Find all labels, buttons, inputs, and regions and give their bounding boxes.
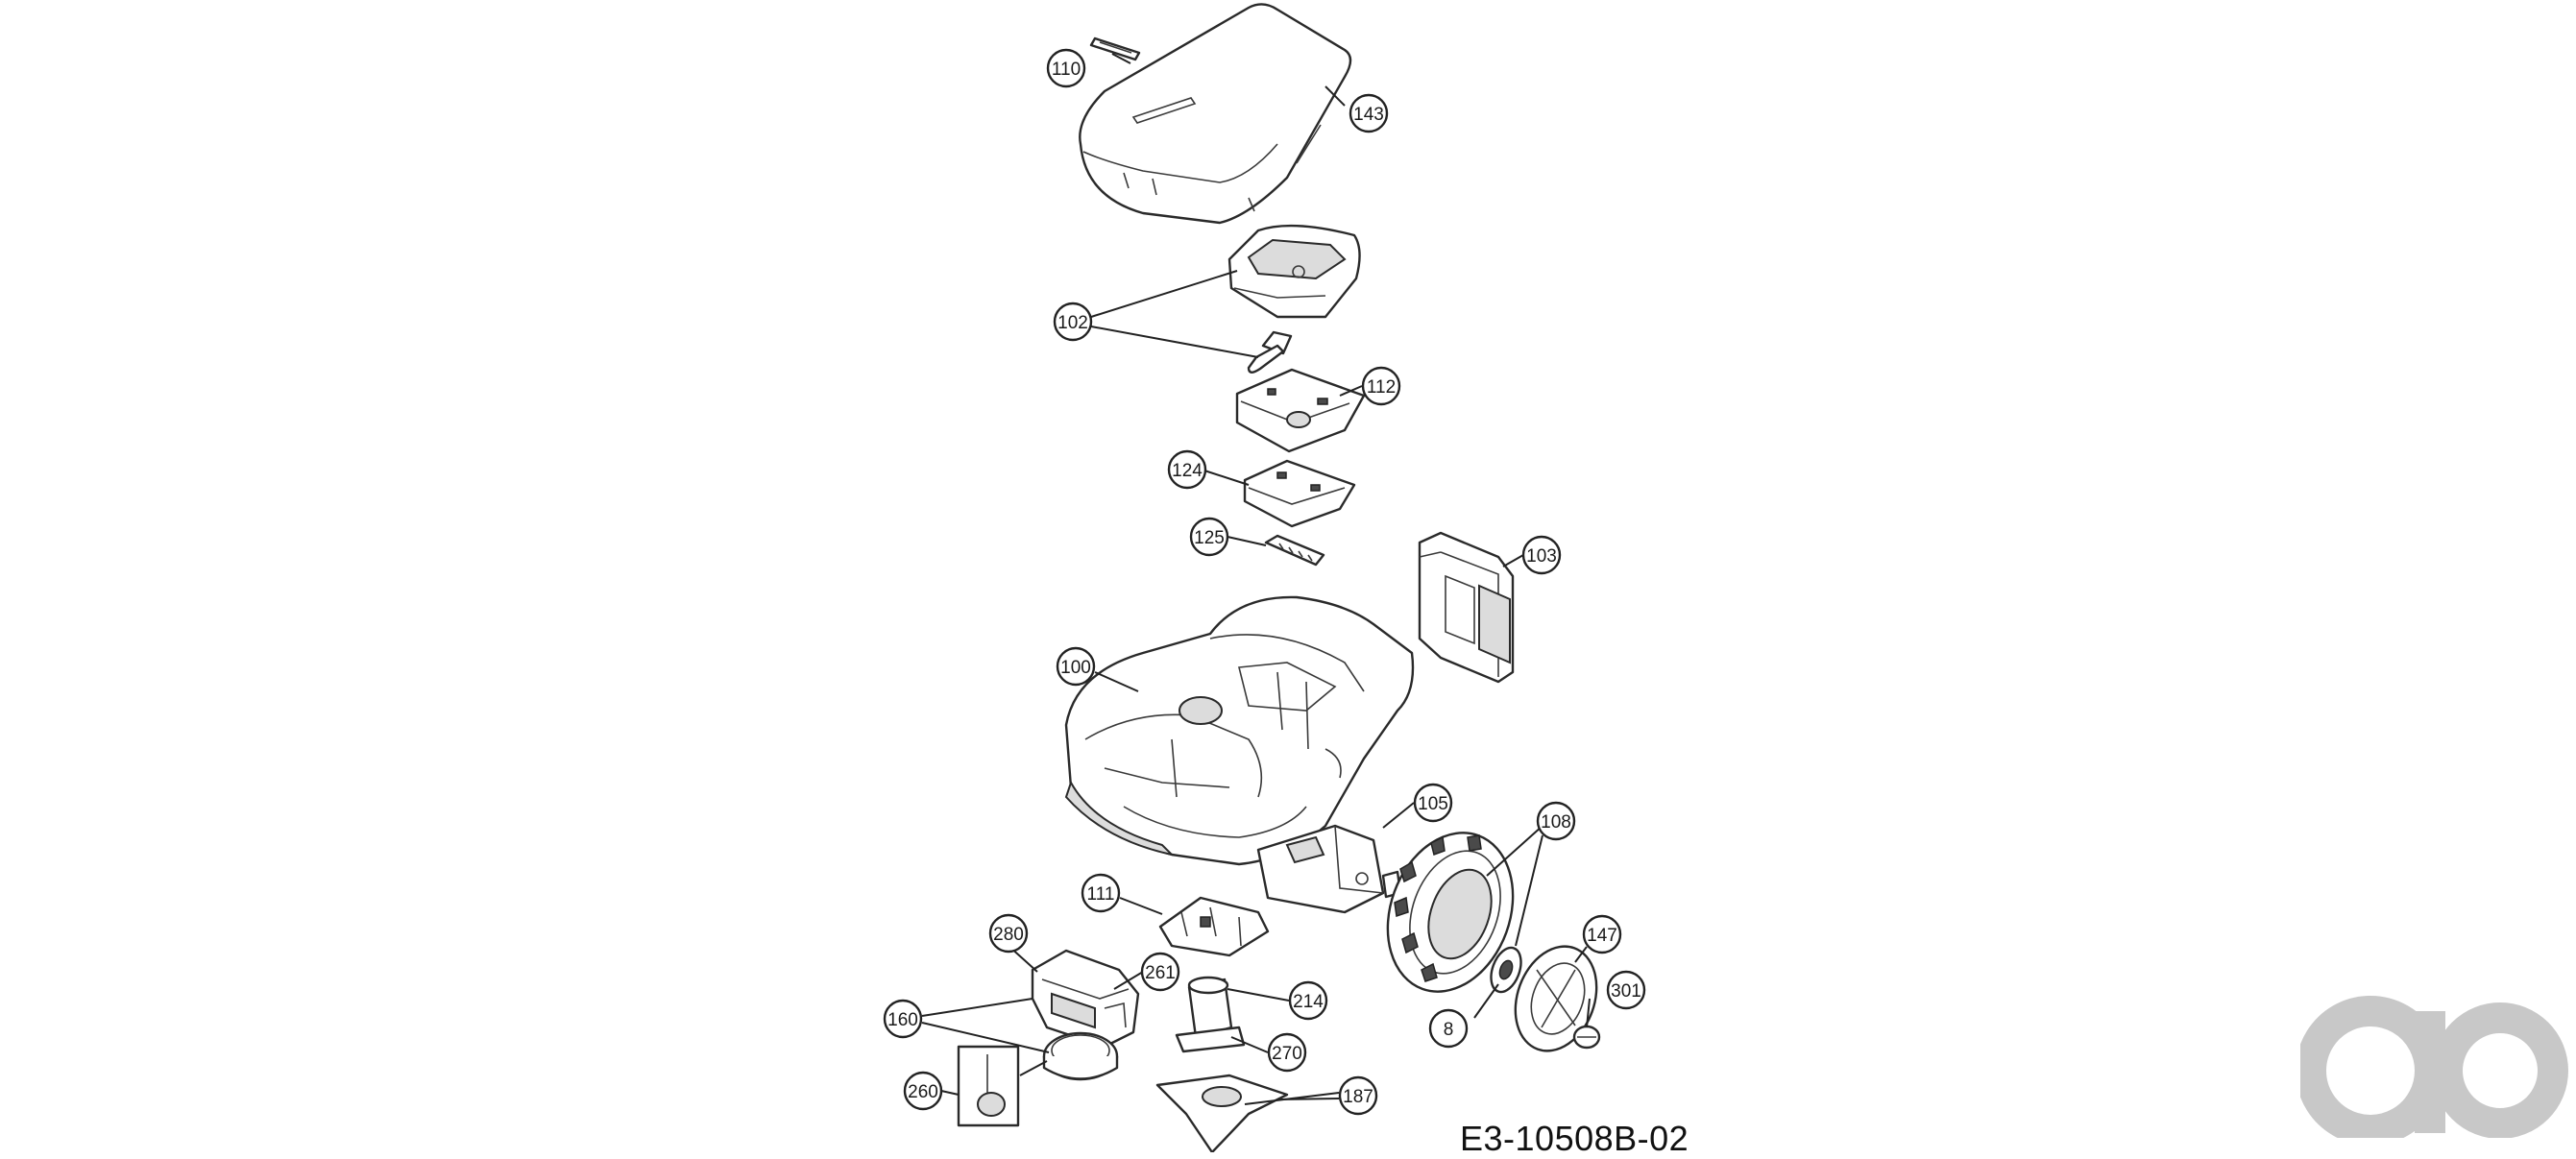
callout-260: 260 xyxy=(903,1071,943,1111)
callout-100: 100 xyxy=(1056,646,1096,687)
callout-108-text: 108 xyxy=(1541,812,1571,833)
callout-103: 103 xyxy=(1521,535,1562,575)
watermark-logo-a xyxy=(2300,995,2445,1138)
callout-100-text: 100 xyxy=(1060,658,1091,678)
callout-111-text: 111 xyxy=(1087,884,1115,905)
callout-187: 187 xyxy=(1338,1075,1378,1116)
callout-301-text: 301 xyxy=(1611,981,1641,1002)
part-125-connector xyxy=(1264,534,1325,567)
callout-125: 125 xyxy=(1189,517,1229,557)
callout-147-text: 147 xyxy=(1587,926,1617,946)
callout-125-text: 125 xyxy=(1194,528,1225,548)
callout-147: 147 xyxy=(1582,914,1622,954)
callout-261-text: 261 xyxy=(1145,963,1176,983)
callout-111: 111 xyxy=(1081,873,1121,913)
callout-270-text: 270 xyxy=(1272,1044,1302,1064)
callout-102: 102 xyxy=(1053,302,1093,342)
part-111-bracket xyxy=(1158,896,1270,957)
callout-110: 110 xyxy=(1046,48,1086,88)
part-147-hub-cap xyxy=(1514,945,1598,1052)
part-108-wheel xyxy=(1386,832,1515,993)
callout-270: 270 xyxy=(1267,1032,1307,1073)
part-280-motor-assembly xyxy=(1031,949,1140,1049)
callout-143: 143 xyxy=(1349,93,1389,133)
callout-112: 112 xyxy=(1361,366,1401,406)
callout-214: 214 xyxy=(1288,980,1328,1021)
callout-105-text: 105 xyxy=(1418,794,1448,814)
part-112-circuit-board xyxy=(1235,368,1366,453)
callout-124-text: 124 xyxy=(1172,461,1203,481)
callout-110-text: 110 xyxy=(1052,60,1081,80)
callout-108: 108 xyxy=(1536,801,1576,841)
part-214-height-adjuster xyxy=(1175,976,1246,1053)
part-187-blade-disc xyxy=(1155,1074,1289,1152)
watermark-logo xyxy=(2300,995,2568,1138)
callout-261: 261 xyxy=(1140,952,1180,992)
callout-143-text: 143 xyxy=(1353,105,1384,125)
callout-8: 8 xyxy=(1428,1008,1469,1049)
part-8-gear xyxy=(1490,946,1522,994)
leader-lines xyxy=(921,53,1591,1105)
drawing-code: E3-10508B-02 xyxy=(1460,1119,1689,1158)
callout-112-text: 112 xyxy=(1367,377,1396,398)
part-260-shaft xyxy=(957,1045,1020,1127)
part-143-top-cover xyxy=(1079,3,1352,225)
part-160-motor xyxy=(1042,1031,1119,1081)
callout-280: 280 xyxy=(988,913,1029,954)
callout-301: 301 xyxy=(1606,970,1646,1010)
callout-102-text: 102 xyxy=(1057,313,1088,333)
part-100-chassis xyxy=(1064,595,1415,866)
callout-124: 124 xyxy=(1167,449,1207,490)
part-105-motor-housing xyxy=(1256,824,1402,914)
callout-260-text: 260 xyxy=(908,1082,938,1102)
part-110-emblem xyxy=(1089,36,1141,61)
part-301-screw-cap xyxy=(1572,1025,1601,1050)
part-103-battery xyxy=(1418,531,1515,684)
callout-187-text: 187 xyxy=(1343,1087,1373,1107)
callout-105: 105 xyxy=(1413,783,1453,823)
callout-214-text: 214 xyxy=(1293,992,1324,1012)
callout-103-text: 103 xyxy=(1526,546,1557,567)
callout-280-text: 280 xyxy=(993,925,1024,945)
callout-8-text: 8 xyxy=(1444,1020,1454,1040)
callout-160: 160 xyxy=(883,999,923,1039)
part-102-control-housing xyxy=(1227,224,1361,374)
watermark-logo-o xyxy=(2432,1002,2568,1138)
part-124-board xyxy=(1243,459,1356,528)
callout-160-text: 160 xyxy=(887,1010,918,1030)
